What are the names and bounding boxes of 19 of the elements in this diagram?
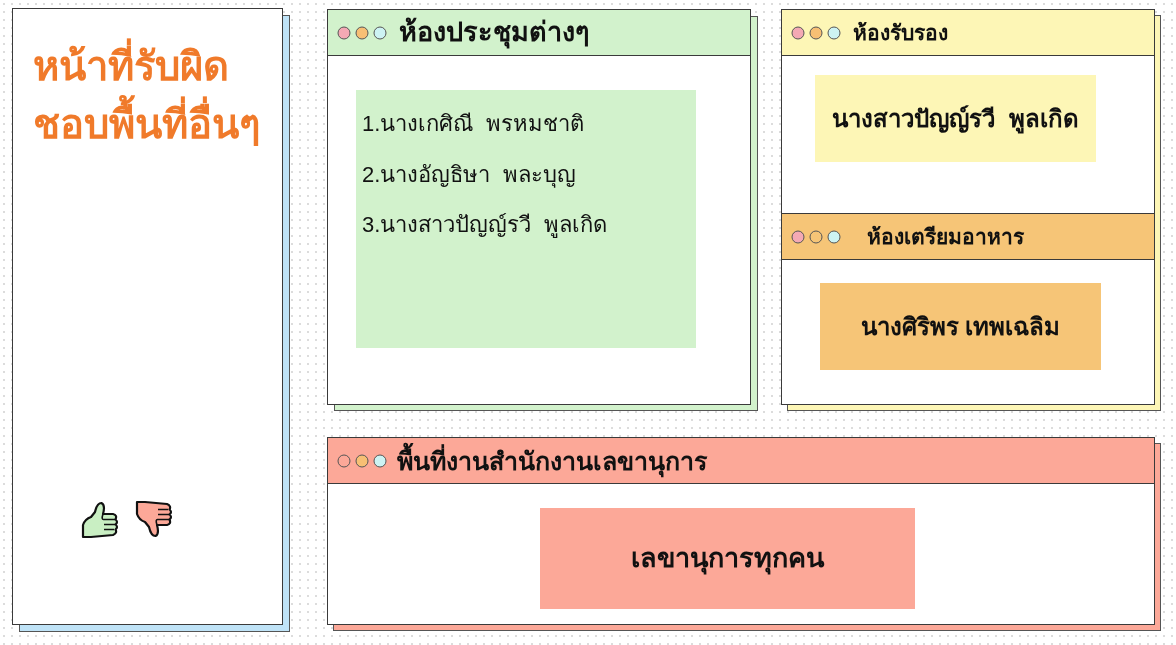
window-panel	[781, 213, 1155, 405]
window-panel	[327, 9, 751, 405]
name-list-box	[356, 90, 696, 348]
window-title: ห้องรับรอง	[853, 19, 948, 46]
list-item: 2.นางอัญธิษา พละบุญ	[362, 160, 577, 190]
list-item: 3.นางสาวปัญญ์รวี พูลเกิด	[362, 211, 608, 240]
window-title: ห้องเตรียมอาหาร	[867, 223, 1024, 250]
name-box	[540, 508, 915, 609]
person-name: เลขานุการทุกคน	[631, 541, 824, 576]
name-box	[820, 283, 1101, 370]
person-name: นางศิริพร เทพเฉลิม	[860, 311, 1061, 342]
person-name: นางสาวปัญญ์รวี พูลเกิด	[832, 103, 1079, 134]
window-panel	[327, 437, 1155, 625]
panel-heading: หน้าที่รับผิดชอบพื้นที่อื่นๆ	[33, 37, 273, 153]
name-box	[815, 75, 1096, 162]
side-panel	[12, 8, 283, 625]
list-item: 1.นางเกศิณี พรหมชาติ	[362, 110, 585, 138]
window-panel	[781, 9, 1155, 214]
window-title: ห้องประชุมต่างๆ	[399, 16, 590, 49]
